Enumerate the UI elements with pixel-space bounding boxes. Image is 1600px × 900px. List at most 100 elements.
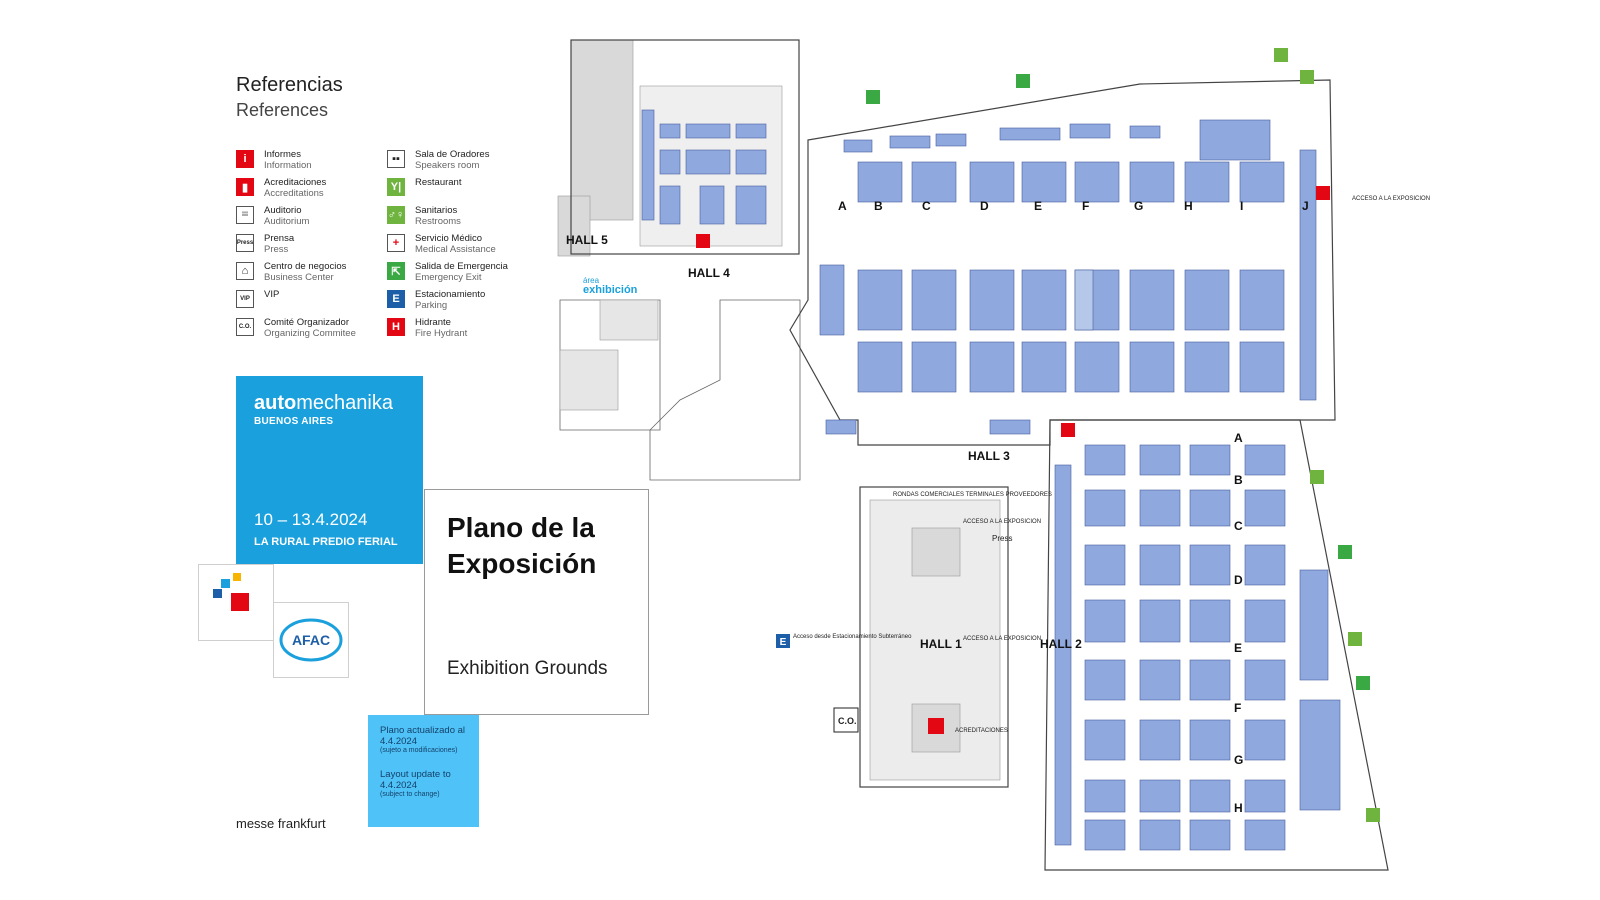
hall-3-row-label: H: [1184, 199, 1193, 213]
press-icon: Press: [236, 234, 254, 252]
hall-4-area: [559, 299, 801, 481]
booth: [1189, 779, 1231, 813]
booth: [1129, 161, 1175, 203]
legend-label-en: Emergency Exit: [415, 272, 482, 283]
hall-2-area: [1044, 419, 1389, 871]
hall-3-row-label: F: [1082, 199, 1089, 213]
hall-1-label: HALL 1: [920, 637, 962, 651]
emergency-exit-icon-2: [1016, 74, 1030, 88]
plan-title: Plano de la Exposición: [447, 512, 597, 579]
speakers-room-icon: ▪▪: [387, 150, 405, 168]
booth: [1084, 779, 1126, 813]
booth: [1299, 569, 1329, 681]
booth: [1084, 444, 1126, 476]
messe-frankfurt-logo-mark: [213, 573, 249, 611]
legend-label-en: Press: [264, 244, 289, 255]
legend-label-en: Organizing Commitee: [264, 328, 356, 339]
organizer-footer: messe frankfurt: [236, 816, 326, 831]
parking-icon: E: [387, 290, 405, 308]
booth: [1084, 544, 1126, 586]
hall-5-service-area: [570, 39, 634, 221]
booth: [1084, 659, 1126, 701]
hall-5-booths: [641, 109, 767, 225]
hall-3-row-label: A: [838, 199, 847, 213]
hall-3-booths: [819, 119, 1317, 435]
booth: [1244, 544, 1286, 586]
booth: [1139, 659, 1181, 701]
booth: [969, 161, 1015, 203]
booth: [1139, 779, 1181, 813]
hall-3-row-label: I: [1240, 199, 1243, 213]
booth: [1021, 341, 1067, 393]
afac-logo: AFAC: [273, 602, 349, 678]
booth: [641, 109, 655, 221]
restroom-icon-top: [1274, 48, 1288, 62]
booth: [1244, 489, 1286, 527]
booth: [1069, 123, 1111, 139]
legend-label-es: Estacionamiento: [415, 289, 486, 300]
legend-label-es: Sanitarios: [415, 205, 458, 216]
hall-3-label: HALL 3: [968, 449, 1010, 463]
press-label: Press: [992, 534, 1012, 543]
booth: [911, 341, 957, 393]
hall-2-row-label: G: [1234, 753, 1243, 767]
booth: [1299, 699, 1341, 811]
booth: [1084, 719, 1126, 761]
legend-label-en: Accreditations: [264, 188, 324, 199]
booth: [1299, 149, 1317, 401]
event-brand-panel: automechanika BUENOS AIRES 10 – 13.4.202…: [236, 376, 423, 564]
hall-3-area: [789, 79, 1336, 446]
restaurant-icon-top: [1300, 70, 1314, 84]
emergency-exit-icon-1: [866, 90, 880, 104]
booth: [1244, 779, 1286, 813]
booth: [735, 149, 767, 175]
hall-4-label: HALL 4: [688, 266, 730, 280]
booth: [1189, 819, 1231, 851]
legend-label-en: Information: [264, 160, 312, 171]
legend-label-es: Acreditaciones: [264, 177, 327, 188]
hall-1-access-label-top: ACCESO A LA EXPOSICION: [963, 519, 1041, 525]
hall-2-booths: [1054, 444, 1341, 851]
update-en-note: (subject to change): [380, 791, 440, 798]
booth: [911, 269, 957, 331]
hall-3-outline: [789, 79, 1336, 446]
hall-1-accreditations-label: ACREDITACIONES: [955, 728, 1008, 734]
booth: [819, 264, 845, 336]
hall-3-access-label: ACCESO A LA EXPOSICION: [1352, 196, 1430, 202]
booth: [659, 185, 681, 225]
parking-icon: [776, 634, 790, 648]
organizing-committee-icon: C.O.: [236, 318, 254, 336]
legend-label-en: Medical Assistance: [415, 244, 496, 255]
booth: [1021, 161, 1067, 203]
legend-item: Y|Restaurant: [387, 176, 537, 204]
booth: [1244, 819, 1286, 851]
hall-3-row-label: B: [874, 199, 883, 213]
booth: [1184, 269, 1230, 331]
event-city: BUENOS AIRES: [254, 416, 334, 427]
booth: [659, 149, 681, 175]
hall-4-block-b: [559, 349, 619, 411]
booth: [889, 135, 931, 149]
legend-label-en: Speakers room: [415, 160, 480, 171]
legend-label-es: Servicio Médico: [415, 233, 483, 244]
booth: [843, 139, 873, 153]
booth: [1239, 161, 1285, 203]
info-icon-hall5: [696, 234, 710, 248]
update-es-note: (sujeto a modificaciones): [380, 747, 458, 754]
booth: [969, 341, 1015, 393]
booth: [735, 185, 767, 225]
event-venue: LA RURAL PREDIO FERIAL: [254, 536, 398, 548]
booth: [1139, 489, 1181, 527]
event-logo-bold: auto: [254, 392, 297, 414]
booth: [1021, 269, 1067, 331]
